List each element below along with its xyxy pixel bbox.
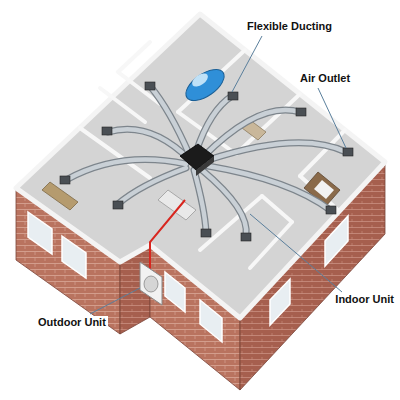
callout-label: Air Outlet bbox=[298, 72, 352, 85]
flexible-duct bbox=[66, 86, 346, 236]
car-window bbox=[190, 71, 210, 90]
outdoor-fan bbox=[144, 276, 158, 292]
floor-plan bbox=[16, 14, 385, 318]
indoor-unit bbox=[196, 156, 214, 176]
outdoor-unit bbox=[140, 262, 162, 305]
table bbox=[158, 190, 196, 220]
bed-sheet bbox=[314, 180, 334, 199]
sofa bbox=[42, 182, 78, 210]
air-outlet bbox=[60, 82, 353, 241]
refrigerant-pipe bbox=[150, 200, 185, 272]
callout-label: Flexible Ducting bbox=[245, 20, 334, 33]
callout-label: Indoor Unit bbox=[333, 293, 396, 306]
callout-label: Outdoor Unit bbox=[36, 316, 108, 329]
indoor-unit bbox=[180, 144, 214, 170]
